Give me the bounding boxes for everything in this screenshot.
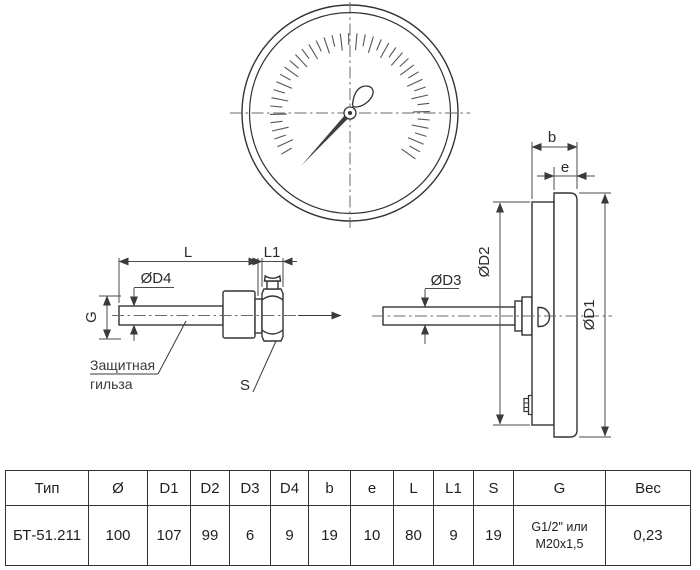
dim-label-D2: ØD2 [476, 247, 493, 278]
dial-tick-marks [269, 32, 431, 160]
header-e: e [350, 470, 394, 506]
dimensions-table: Тип Ø D1 D2 D3 D4 b e L L1 S G Вес БТ-51… [5, 470, 691, 566]
header-weight: Вес [605, 470, 691, 506]
dim-label-D1: ØD1 [581, 300, 598, 331]
header-d4: D4 [270, 470, 309, 506]
case-inner-detail [537, 306, 551, 328]
union-nut-chamfer-top [261, 295, 284, 301]
union-nut-chamfer-bottom [261, 329, 284, 335]
header-type: Тип [5, 470, 89, 506]
table-header-row: Тип Ø D1 D2 D3 D4 b e L L1 S G Вес [5, 470, 691, 506]
cell-l1: 9 [433, 505, 474, 566]
cell-d2: 99 [190, 505, 230, 566]
nut-stub [266, 280, 279, 290]
cell-e: 10 [350, 505, 394, 566]
side-view: b e ØD3 ØD2 ØD1 [372, 129, 612, 438]
dim-label-S: S [240, 377, 250, 394]
adjust-screw-head [523, 397, 530, 413]
case-bezel [553, 192, 578, 438]
thermowell-boss [222, 290, 256, 339]
s-leader [252, 340, 277, 393]
needle-hub-pin [348, 111, 352, 115]
cell-type: БТ-51.211 [5, 505, 89, 566]
header-l1: L1 [433, 470, 474, 506]
callout-leader [157, 320, 187, 375]
dim-label-D4: ØD4 [141, 270, 172, 287]
cell-g-line1: G1/2" или [531, 520, 588, 535]
cell-d3: 6 [229, 505, 271, 566]
header-d1: D1 [147, 470, 191, 506]
dim-label-G: G [83, 311, 100, 323]
cell-diameter: 100 [88, 505, 148, 566]
cell-l: 80 [393, 505, 434, 566]
cell-g: G1/2" или M20x1,5 [513, 505, 606, 566]
cell-b: 19 [308, 505, 351, 566]
needle-counterweight [351, 85, 374, 108]
dim-label-b: b [548, 129, 556, 146]
nut-stub-cap [263, 274, 282, 282]
dim-label-L1: L1 [264, 244, 281, 261]
thermowell-view: L L1 ØD4 G S Защитная гильза [83, 244, 342, 394]
header-l: L [393, 470, 434, 506]
callout-protective-sleeve-line2: гильза [90, 376, 133, 392]
header-d3: D3 [229, 470, 271, 506]
header-g: G [513, 470, 606, 506]
callout-protective-sleeve-line1: Защитная [90, 357, 155, 373]
header-diameter: Ø [88, 470, 148, 506]
dial-front-view [230, 2, 470, 228]
cell-g-line2: M20x1,5 [535, 536, 584, 551]
cell-d4: 9 [270, 505, 309, 566]
needle [301, 111, 352, 166]
header-s: S [473, 470, 514, 506]
cell-d1: 107 [147, 505, 191, 566]
dim-label-L: L [184, 244, 192, 261]
technical-drawing: L L1 ØD4 G S Защитная гильза [83, 2, 612, 438]
header-d2: D2 [190, 470, 230, 506]
cell-s: 19 [473, 505, 514, 566]
dim-label-D3: ØD3 [431, 272, 462, 289]
cell-weight: 0,23 [605, 505, 691, 566]
header-b: b [308, 470, 351, 506]
table-data-row: БТ-51.211 100 107 99 6 9 19 10 80 9 19 G… [5, 505, 691, 566]
dim-label-e: e [561, 159, 569, 176]
